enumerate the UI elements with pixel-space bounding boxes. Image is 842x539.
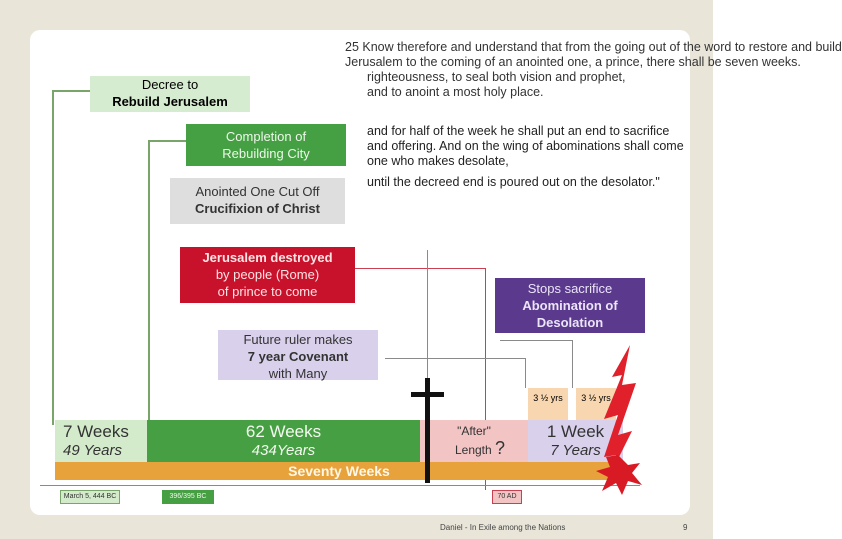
date-start-label: March 5, 444 BC [63, 493, 117, 500]
cross-bar [411, 392, 444, 397]
sixtytwo-weeks-label: 62 Weeks [245, 422, 322, 441]
future-line2: 7 year Covenant [247, 349, 349, 364]
connector-future-v [525, 358, 526, 388]
decree-line1: Decree to [141, 77, 199, 92]
stops-line3: Desolation [536, 315, 604, 330]
half-week-a-label: 3 ½ yrs [533, 393, 563, 403]
future-ruler-box: Future ruler makes 7 year Covenant with … [218, 330, 378, 381]
date-mid: 396/395 BC [162, 490, 214, 504]
seven-weeks-bar: 7 Weeks 49 Years [55, 420, 147, 462]
lightning-icon [596, 345, 642, 495]
after-label: "After" [457, 424, 491, 438]
overlapping-verse-lines: 25 Know therefore and understand that fr… [345, 40, 842, 130]
seven-weeks-label: 7 Weeks [63, 422, 129, 441]
completion-box: Completion of Rebuilding City [186, 124, 346, 166]
anointed-line1: Anointed One Cut Off [195, 184, 320, 199]
length-label: Length [454, 443, 492, 457]
connector-anointed [427, 250, 428, 380]
seventy-weeks-bar: Seventy Weeks [55, 462, 623, 480]
stops-line2: Abomination of [522, 298, 618, 313]
cross-icon [425, 378, 430, 483]
connector-decree-h [52, 90, 90, 92]
timeline-baseline [40, 485, 640, 486]
anointed-box: Anointed One Cut Off Crucifixion of Chri… [170, 178, 345, 224]
verse-line-2: Jerusalem to the coming of an anointed o… [345, 55, 801, 69]
one-week-label: 1 Week [546, 422, 605, 441]
decree-line2: Rebuild Jerusalem [112, 94, 228, 109]
verse-paragraph-1: and for half of the week he shall put an… [367, 124, 684, 168]
decree-box: Decree to Rebuild Jerusalem [90, 76, 250, 112]
future-line1: Future ruler makes [243, 332, 353, 347]
verse-line-1: 25 Know therefore and understand that fr… [345, 40, 842, 54]
connector-decree [52, 90, 54, 425]
destroyed-line2: by people (Rome) [215, 267, 320, 282]
future-line3: with Many [268, 366, 328, 381]
anointed-line2: Crucifixion of Christ [195, 201, 320, 216]
sixtytwo-weeks-bar: 62 Weeks 434Years [147, 420, 420, 462]
half-week-b-label: 3 ½ yrs [581, 393, 611, 403]
destroyed-box: Jerusalem destroyed by people (Rome) of … [180, 247, 355, 303]
date-end: 70 AD [492, 490, 522, 504]
connector-stops [500, 340, 572, 341]
connector-stops-v [572, 340, 573, 388]
sixtytwo-weeks-years: 434Years [251, 442, 316, 459]
completion-line2: Rebuilding City [222, 146, 310, 161]
date-mid-label: 396/395 BC [169, 493, 207, 500]
footer-text: Daniel - In Exile among the Nations [440, 523, 566, 532]
stops-line1: Stops sacrifice [527, 281, 613, 296]
scripture-text: 25 Know therefore and understand that fr… [345, 40, 842, 190]
verse-line-3: righteousness, to seal both vision and p… [367, 70, 626, 84]
connector-destroyed-v [485, 268, 486, 490]
connector-completion-h [148, 140, 186, 142]
date-end-label: 70 AD [497, 493, 517, 500]
stops-sacrifice-box: Stops sacrifice Abomination of Desolatio… [495, 278, 645, 333]
verse-line-4: and to anoint a most holy place. [367, 85, 544, 99]
destroyed-line1: Jerusalem destroyed [202, 250, 333, 265]
after-gap-bar: "After" Length ? [420, 420, 528, 462]
seven-weeks-years: 49 Years [63, 442, 122, 459]
verse-paragraph-2: until the decreed end is poured out on t… [367, 175, 660, 189]
half-week-a: 3 ½ yrs [528, 388, 568, 420]
connector-completion [148, 140, 150, 425]
seventy-weeks-label: Seventy Weeks [288, 463, 390, 479]
question-mark: ? [495, 438, 506, 458]
one-week-years: 7 Years [550, 442, 601, 459]
page-number: 9 [683, 523, 688, 532]
date-start: March 5, 444 BC [60, 490, 120, 504]
connector-future [385, 358, 525, 359]
connector-destroyed [355, 268, 485, 269]
completion-line1: Completion of [225, 129, 307, 144]
destroyed-line3: of prince to come [217, 284, 318, 299]
